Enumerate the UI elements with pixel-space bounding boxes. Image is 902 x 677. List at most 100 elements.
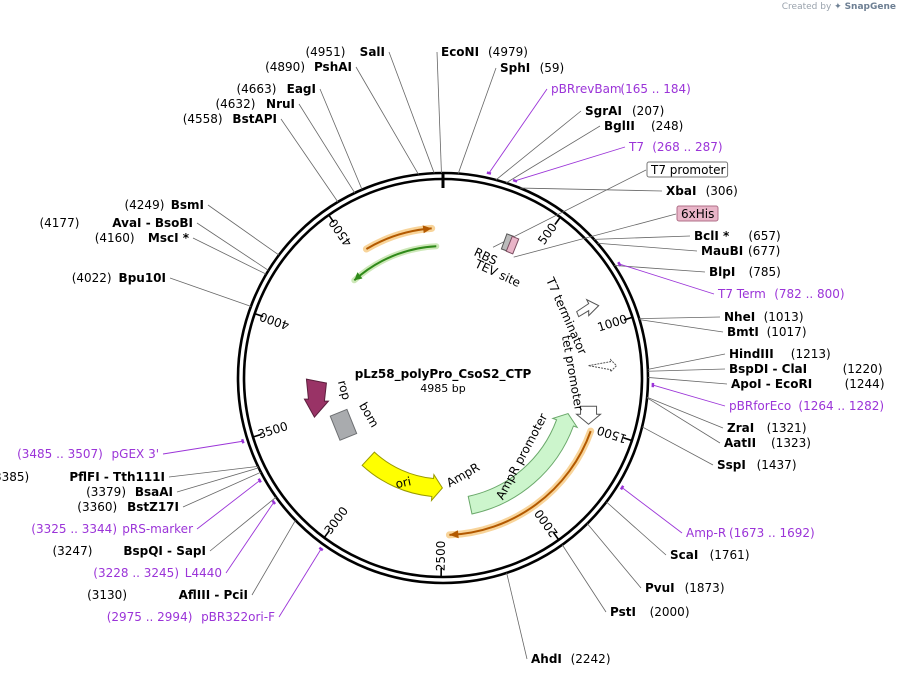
site-bpu10i[interactable]: Bpu10I(4022)	[72, 271, 166, 285]
site-avai[interactable]: AvaI - BsoBI (4177)	[39, 216, 193, 230]
primer-site-mark	[512, 178, 518, 183]
tet-promoter-arrow	[588, 358, 618, 373]
site-sspi[interactable]: SspI(1437)	[717, 458, 797, 472]
site-maubi[interactable]: MauBI (677)	[701, 244, 780, 258]
orf-arc-top-head	[422, 225, 432, 234]
site-leader-line	[436, 51, 442, 174]
site-aatii[interactable]: AatII(1323)	[724, 436, 811, 450]
site-ahdi[interactable]: AhdI(2242)	[531, 652, 611, 666]
site-leader-line	[196, 222, 269, 271]
tev-site-label: TEV site	[472, 256, 523, 290]
site-name: BsmI	[171, 198, 204, 212]
primer-name: T7 Term	[717, 287, 766, 301]
site-position: (4177)	[39, 216, 79, 230]
site-bglii[interactable]: BglII(248)	[604, 119, 683, 133]
site-position: (677)	[748, 244, 780, 258]
site-position: (3379)	[86, 485, 126, 499]
primer-leader-line	[162, 440, 243, 455]
site-apoi[interactable]: ApoI - EcoRI(1244)	[731, 377, 885, 391]
site-leader-line	[209, 496, 277, 552]
site-leader-line	[520, 187, 663, 192]
tick-label: 4500	[326, 216, 355, 249]
primer-pgex3[interactable]: pGEX 3'(3485 .. 3507)	[17, 447, 159, 461]
site-xbai[interactable]: XbaI(306)	[666, 184, 738, 198]
primer-pbrforeco[interactable]: pBRforEco(1264 .. 1282)	[729, 399, 884, 413]
primer-site-mark	[271, 499, 277, 505]
primer-name: Amp-R	[686, 526, 726, 540]
site-bsaai[interactable]: BsaAI(3379)	[86, 485, 173, 499]
primer-leader-line	[488, 88, 548, 174]
site-leader-line	[251, 520, 296, 596]
site-sali[interactable]: SalI(4951)	[305, 45, 385, 59]
ori-arrow	[361, 451, 443, 502]
site-position: (1323)	[771, 436, 811, 450]
site-hindiii[interactable]: HindIII(1213)	[729, 347, 831, 361]
tick-label: 4000	[258, 309, 291, 332]
primer-pbr322orif[interactable]: pBR322ori-F(2975 .. 2994)	[107, 610, 275, 624]
credit-prefix: Created by	[781, 2, 832, 12]
site-bsmi[interactable]: BsmI(4249)	[124, 198, 204, 212]
site-name: NheI	[724, 310, 755, 324]
site-nhei[interactable]: NheI (1013)	[724, 310, 804, 324]
site-leader-line	[614, 265, 706, 273]
site-bstapi[interactable]: BstAPI(4558)	[183, 112, 277, 126]
site-msci[interactable]: MscI *(4160)	[95, 231, 190, 245]
site-pvui[interactable]: PvuI(1873)	[645, 581, 725, 595]
primer-t7[interactable]: T7(268 .. 287)	[628, 140, 723, 154]
site-blpi[interactable]: BlpI(785)	[709, 265, 781, 279]
primer-pbrrevbam[interactable]: pBRrevBam(165 .. 184)	[551, 82, 691, 96]
site-bspdi[interactable]: BspDI - ClaI(1220)	[729, 362, 883, 376]
site-bstz17i[interactable]: BstZ17I(3360)	[77, 500, 179, 514]
site-name: BlpI	[709, 265, 735, 279]
site-name: EagI	[287, 82, 316, 96]
orf-arc-green	[353, 245, 437, 282]
site-position: (1213)	[791, 347, 831, 361]
labels[interactable]: EcoNI(4979) SphI(59) pBRrevBam(165 .. 184)…	[0, 45, 885, 666]
site-position: (4632)	[215, 97, 255, 111]
site-name: AflIII - PciI	[179, 588, 248, 602]
site-scai[interactable]: ScaI(1761)	[670, 548, 750, 562]
site-zrai[interactable]: ZraI(1321)	[727, 421, 807, 435]
primer-range: (3325 .. 3344)	[31, 522, 117, 536]
primer-t7term[interactable]: T7 Term(782 .. 800)	[717, 287, 845, 301]
primer-prsmarker[interactable]: pRS-marker(3325 .. 3344)	[31, 522, 193, 536]
tick-mark	[623, 316, 633, 321]
site-bspqi[interactable]: BspQI - SapI(3247)	[52, 544, 206, 558]
site-name: MauBI	[701, 244, 743, 258]
site-leader-line	[168, 466, 259, 478]
site-position: (1013)	[764, 310, 804, 324]
t7-terminator-symbol	[576, 298, 600, 318]
site-bmti[interactable]: BmtI(1017)	[727, 325, 807, 339]
site-position: (4558)	[183, 112, 223, 126]
feature-tag-leader	[513, 213, 677, 258]
site-psti[interactable]: PstI(2000)	[610, 605, 690, 619]
primer-ampr[interactable]: Amp-R(1673 .. 1692)	[686, 526, 815, 540]
site-name: BstZ17I	[127, 500, 179, 514]
site-bcli[interactable]: BclI *(657)	[694, 229, 781, 243]
site-name: BclI *	[694, 229, 730, 243]
bom-label: bom	[356, 400, 381, 430]
site-sphi[interactable]: SphI(59)	[500, 61, 564, 75]
site-econi[interactable]: EcoNI(4979)	[441, 45, 528, 59]
site-pflfi[interactable]: PflFI - Tth111I(3385)	[0, 470, 165, 484]
site-position: (59)	[540, 61, 565, 75]
site-name: AvaI - BsoBI	[112, 216, 193, 230]
site-eagi[interactable]: EagI(4663)	[236, 82, 316, 96]
primer-l4440[interactable]: L4440(3228 .. 3245)	[93, 566, 222, 580]
primer-leader-line	[196, 480, 261, 530]
site-nrui[interactable]: NruI(4632)	[215, 97, 295, 111]
site-name: ScaI	[670, 548, 698, 562]
snapgene-credit: Created by ✦ SnapGene	[782, 2, 896, 12]
site-sgrai[interactable]: SgrAI(207)	[585, 104, 664, 118]
site-afliii[interactable]: AflIII - PciI(3130)	[87, 588, 248, 602]
primer-leader-line	[619, 263, 715, 295]
site-leader-line	[495, 110, 582, 181]
site-leader-line	[505, 125, 601, 184]
tick-label: 3000	[322, 504, 351, 537]
feature-tag-t7promoter[interactable]: T7 promoter	[646, 161, 729, 178]
site-pshai[interactable]: PshAI(4890)	[265, 60, 352, 74]
plasmid-name: pLz58_polyPro_CsoS2_CTP	[355, 367, 532, 382]
site-name: MscI *	[148, 231, 190, 245]
feature-tag-6xhis[interactable]: 6xHis	[676, 205, 719, 222]
primer-range: (165 .. 184)	[620, 82, 690, 96]
